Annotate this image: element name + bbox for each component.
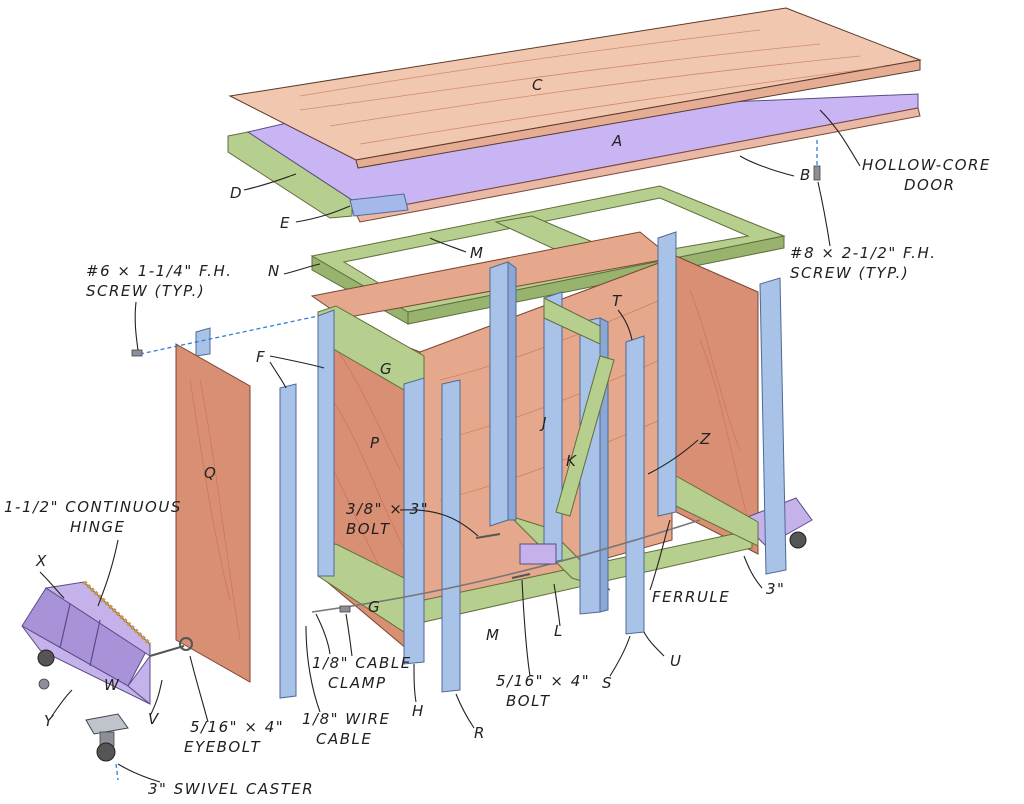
callout-bolt38-1: 3/8" × 3" xyxy=(346,500,429,518)
callout-bolt516-2: BOLT xyxy=(506,692,551,710)
label-y: Y xyxy=(44,712,55,730)
label-d: D xyxy=(230,184,242,202)
plywood-top-c-edge xyxy=(355,59,921,169)
label-h: H xyxy=(412,702,423,720)
eyebolt-icon xyxy=(179,637,193,651)
label-g-top: G xyxy=(380,360,392,378)
callout-screw6-1: #6 × 1-1/4" F.H. xyxy=(86,262,233,280)
right-caster-wheel-icon xyxy=(789,531,807,549)
label-j: J xyxy=(539,414,546,432)
rail-j xyxy=(543,297,601,345)
callout-bolt38-2: BOLT xyxy=(346,520,391,538)
callout-caster: 3" SWIVEL CASTER xyxy=(148,780,314,798)
cable-clamp-icon xyxy=(339,605,351,613)
callout-screw6-2: SCREW (TYP.) xyxy=(86,282,205,300)
label-l: L xyxy=(554,622,562,640)
callout-eyebolt-2: EYEBOLT xyxy=(184,738,262,756)
tilt-bin-w xyxy=(21,580,152,706)
brace-k xyxy=(555,355,615,517)
label-u: U xyxy=(670,652,681,670)
label-x: X xyxy=(35,552,47,570)
label-z: Z xyxy=(699,430,711,448)
label-v: V xyxy=(148,710,160,728)
label-s: S xyxy=(602,674,612,692)
bin-bolt-icon xyxy=(38,678,50,690)
callout-hollow-core-1: HOLLOW-CORE xyxy=(862,156,991,174)
bin-wheel-icon xyxy=(37,649,55,667)
callout-screw8-1: #8 × 2-1/2" F.H. xyxy=(790,244,937,262)
callout-eyebolt-1: 5/16" × 4" xyxy=(190,718,284,736)
callout-ferrule: FERRULE xyxy=(652,588,730,606)
callout-wire-cable-1: 1/8" WIRE xyxy=(302,710,390,728)
block-e xyxy=(349,193,409,217)
label-t: T xyxy=(612,292,623,310)
label-b: B xyxy=(800,166,810,184)
swivel-caster-icon xyxy=(85,713,129,781)
label-f: F xyxy=(256,348,265,366)
callout-cable-clamp-2: CLAMP xyxy=(328,674,387,692)
label-w: W xyxy=(104,676,120,694)
bolt-block-icon xyxy=(519,543,557,565)
screw-icon xyxy=(813,165,821,181)
right-side-panel xyxy=(675,255,759,555)
posts xyxy=(195,231,787,699)
label-p: P xyxy=(370,434,380,452)
label-a: A xyxy=(611,132,622,150)
label-q: Q xyxy=(204,464,216,482)
label-n: N xyxy=(268,262,279,280)
screw-6-icon xyxy=(131,349,143,357)
door-skin-b xyxy=(355,107,921,223)
label-m-top: M xyxy=(470,244,483,262)
label-g-bottom: G xyxy=(368,598,380,616)
callout-hollow-core-2: DOOR xyxy=(904,176,956,194)
top-assembly xyxy=(227,7,922,223)
callout-screw8-2: SCREW (TYP.) xyxy=(790,264,909,282)
label-r: R xyxy=(474,724,484,742)
leader-lines xyxy=(39,109,861,783)
callout-hinge-2: HINGE xyxy=(70,518,126,536)
door-panel-q xyxy=(175,343,251,683)
callout-wire-cable-2: CABLE xyxy=(316,730,372,748)
label-k: K xyxy=(566,452,577,470)
callout-hinge-1: 1-1/2" CONTINUOUS xyxy=(4,498,182,516)
label-m-bottom: M xyxy=(486,626,499,644)
label-e: E xyxy=(280,214,290,232)
label-c: C xyxy=(532,76,543,94)
callout-dim-3: 3" xyxy=(766,580,785,598)
callout-cable-clamp-1: 1/8" CABLE xyxy=(312,654,412,672)
callout-bolt516-1: 5/16" × 4" xyxy=(496,672,590,690)
